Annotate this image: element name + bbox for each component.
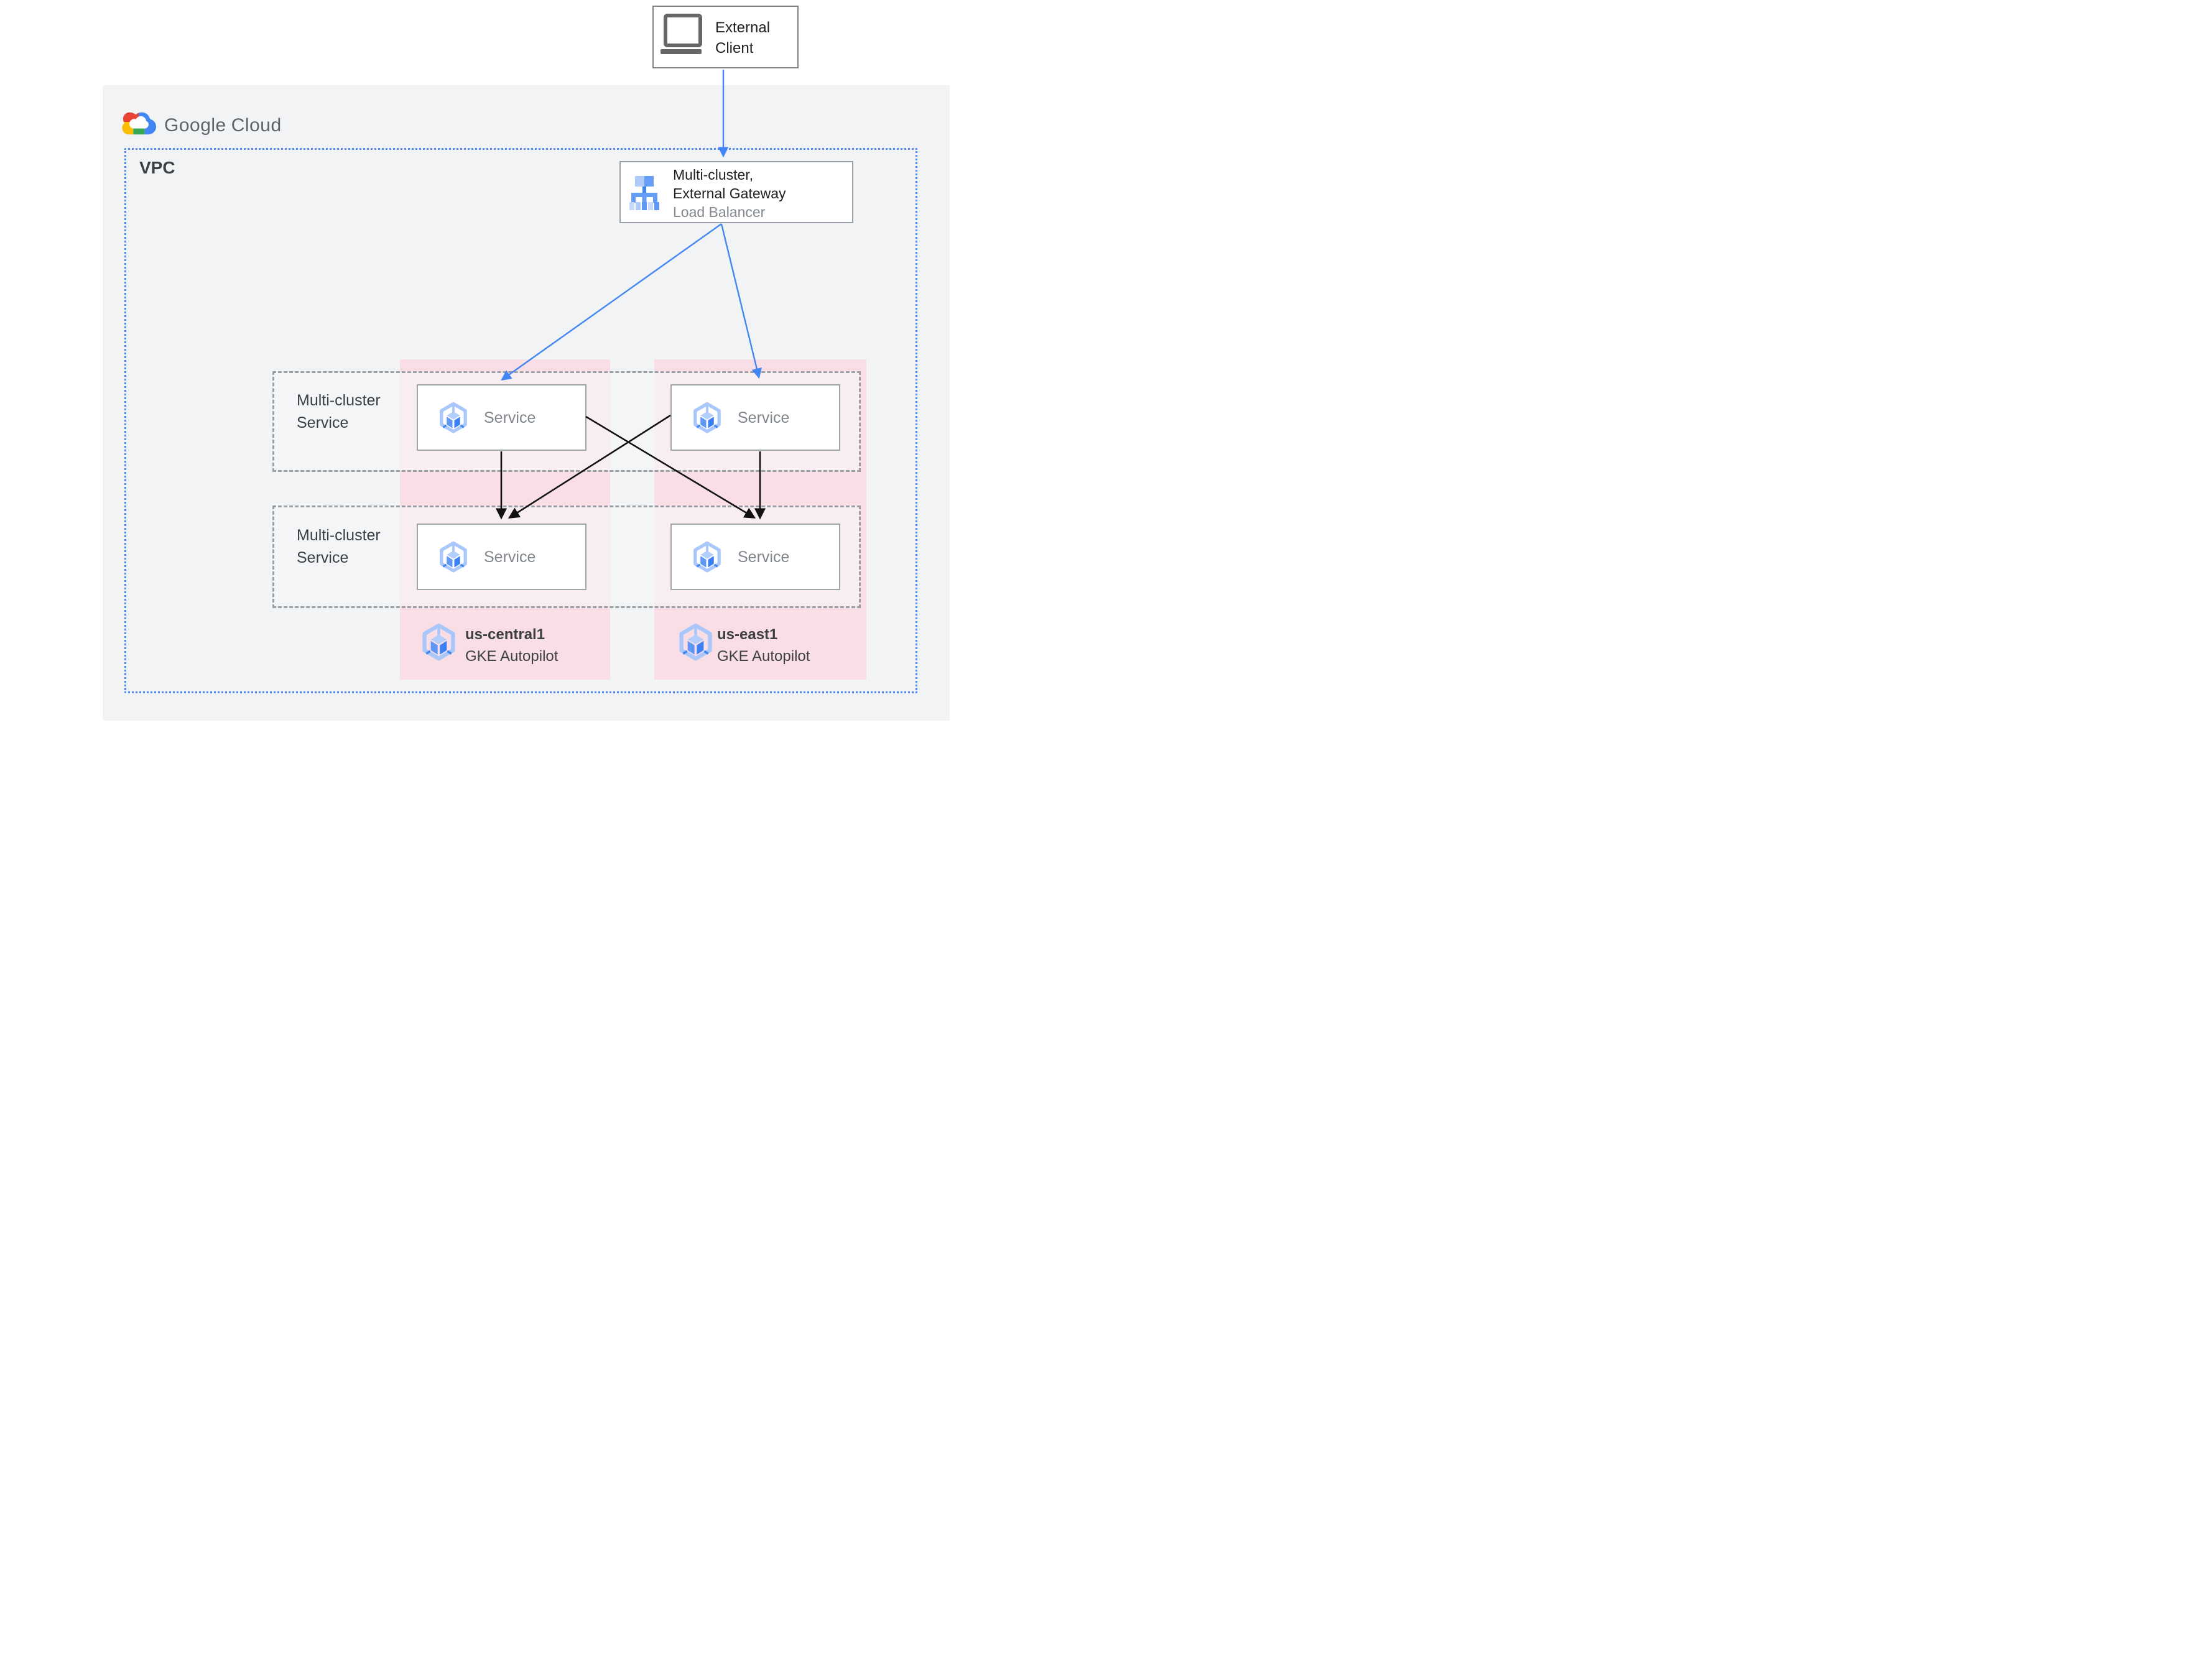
external-client-label: External Client (715, 17, 770, 58)
cluster-region-name: us-central1 (465, 626, 545, 643)
load-balancer-icon (629, 176, 659, 210)
cluster-caption-us-east1: us-east1 GKE Autopilot (717, 624, 810, 667)
label-line: Multi-cluster (297, 392, 381, 409)
cluster-caption-us-central1: us-central1 GKE Autopilot (465, 624, 558, 667)
gke-hexagon-icon (693, 541, 721, 574)
gke-hexagon-icon (679, 623, 713, 662)
laptop-icon-base (661, 49, 702, 54)
cluster-region-name: us-east1 (717, 626, 778, 643)
label-line: Multi-cluster (297, 527, 381, 544)
laptop-icon (664, 14, 702, 47)
service-label: Service (484, 409, 536, 427)
service-box-us-east1-row2: Service (670, 524, 840, 590)
cluster-product: GKE Autopilot (465, 648, 559, 665)
label-line: External Gateway (673, 185, 786, 201)
label-line: Service (297, 549, 349, 566)
service-box-us-central1-row1: Service (417, 384, 586, 451)
multi-cluster-service-label-1: Multi-cluster Service (297, 389, 381, 434)
service-label: Service (738, 409, 790, 427)
brand-secondary: Cloud (231, 115, 282, 136)
external-client-box: External Client (652, 6, 799, 68)
multi-cluster-service-label-2: Multi-cluster Service (297, 524, 381, 569)
load-balancer-subtitle: Load Balancer (673, 204, 766, 220)
vpc-boundary (124, 148, 917, 693)
label-line: Client (715, 40, 754, 57)
label-line: Multi-cluster, (673, 167, 754, 183)
load-balancer-label: Multi-cluster, External Gateway Load Bal… (673, 165, 786, 221)
google-cloud-logo-icon (122, 112, 157, 135)
load-balancer-box: Multi-cluster, External Gateway Load Bal… (619, 161, 853, 223)
service-box-us-east1-row1: Service (670, 384, 840, 451)
service-box-us-central1-row2: Service (417, 524, 586, 590)
cluster-product: GKE Autopilot (717, 648, 810, 665)
brand-primary: Google (164, 115, 226, 136)
gke-hexagon-icon (422, 623, 456, 662)
service-label: Service (484, 548, 536, 566)
service-label: Service (738, 548, 790, 566)
gke-hexagon-icon (693, 402, 721, 435)
label-line: Service (297, 414, 349, 432)
vpc-label: VPC (139, 158, 175, 177)
label-line: External (715, 19, 771, 36)
gke-hexagon-icon (439, 402, 468, 435)
gke-hexagon-icon (439, 541, 468, 574)
